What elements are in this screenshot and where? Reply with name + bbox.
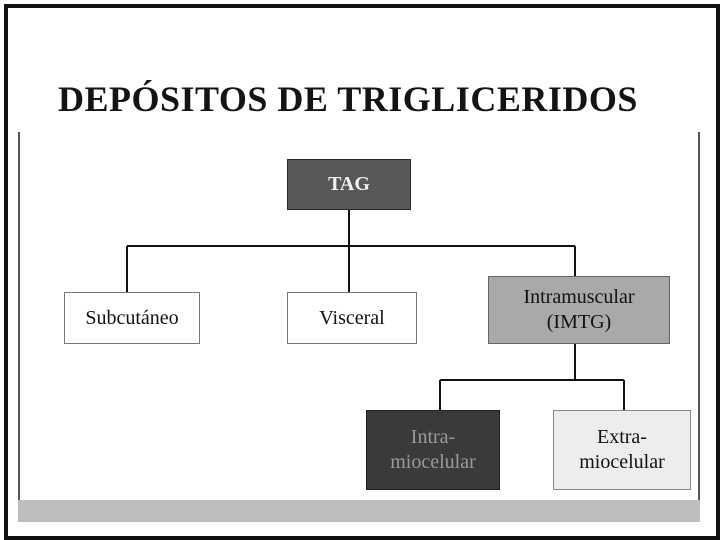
content-left-border — [18, 132, 20, 504]
node-subcutaneo: Subcutáneo — [64, 292, 200, 344]
slide-title: DEPÓSITOS DE TRIGLICERIDOS — [58, 79, 638, 119]
node-extramiocelular: Extra- miocelular — [553, 410, 691, 490]
footer-bar — [18, 500, 700, 522]
node-tag: TAG — [287, 159, 411, 210]
node-visceral: Visceral — [287, 292, 417, 344]
content-right-border — [698, 132, 700, 504]
node-intramuscular: Intramuscular (IMTG) — [488, 276, 670, 344]
node-intramiocelular: Intra- miocelular — [366, 410, 500, 490]
